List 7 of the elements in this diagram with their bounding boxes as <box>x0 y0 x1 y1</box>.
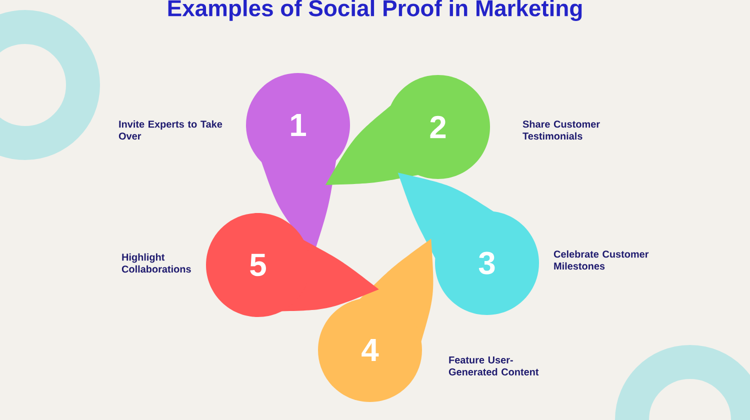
step-label: Share Customer Testimonials <box>522 120 600 140</box>
speech-bubble: 2 <box>325 75 490 185</box>
step-label: Invite Experts to Take Over <box>118 120 222 140</box>
step-label: Highlight Collaborations <box>122 253 191 273</box>
title: Examples of Social Proof in Marketing <box>168 0 582 21</box>
step-label: Feature User-Generated Content <box>448 356 539 376</box>
step-label: Celebrate Customer Milestones <box>554 250 649 270</box>
